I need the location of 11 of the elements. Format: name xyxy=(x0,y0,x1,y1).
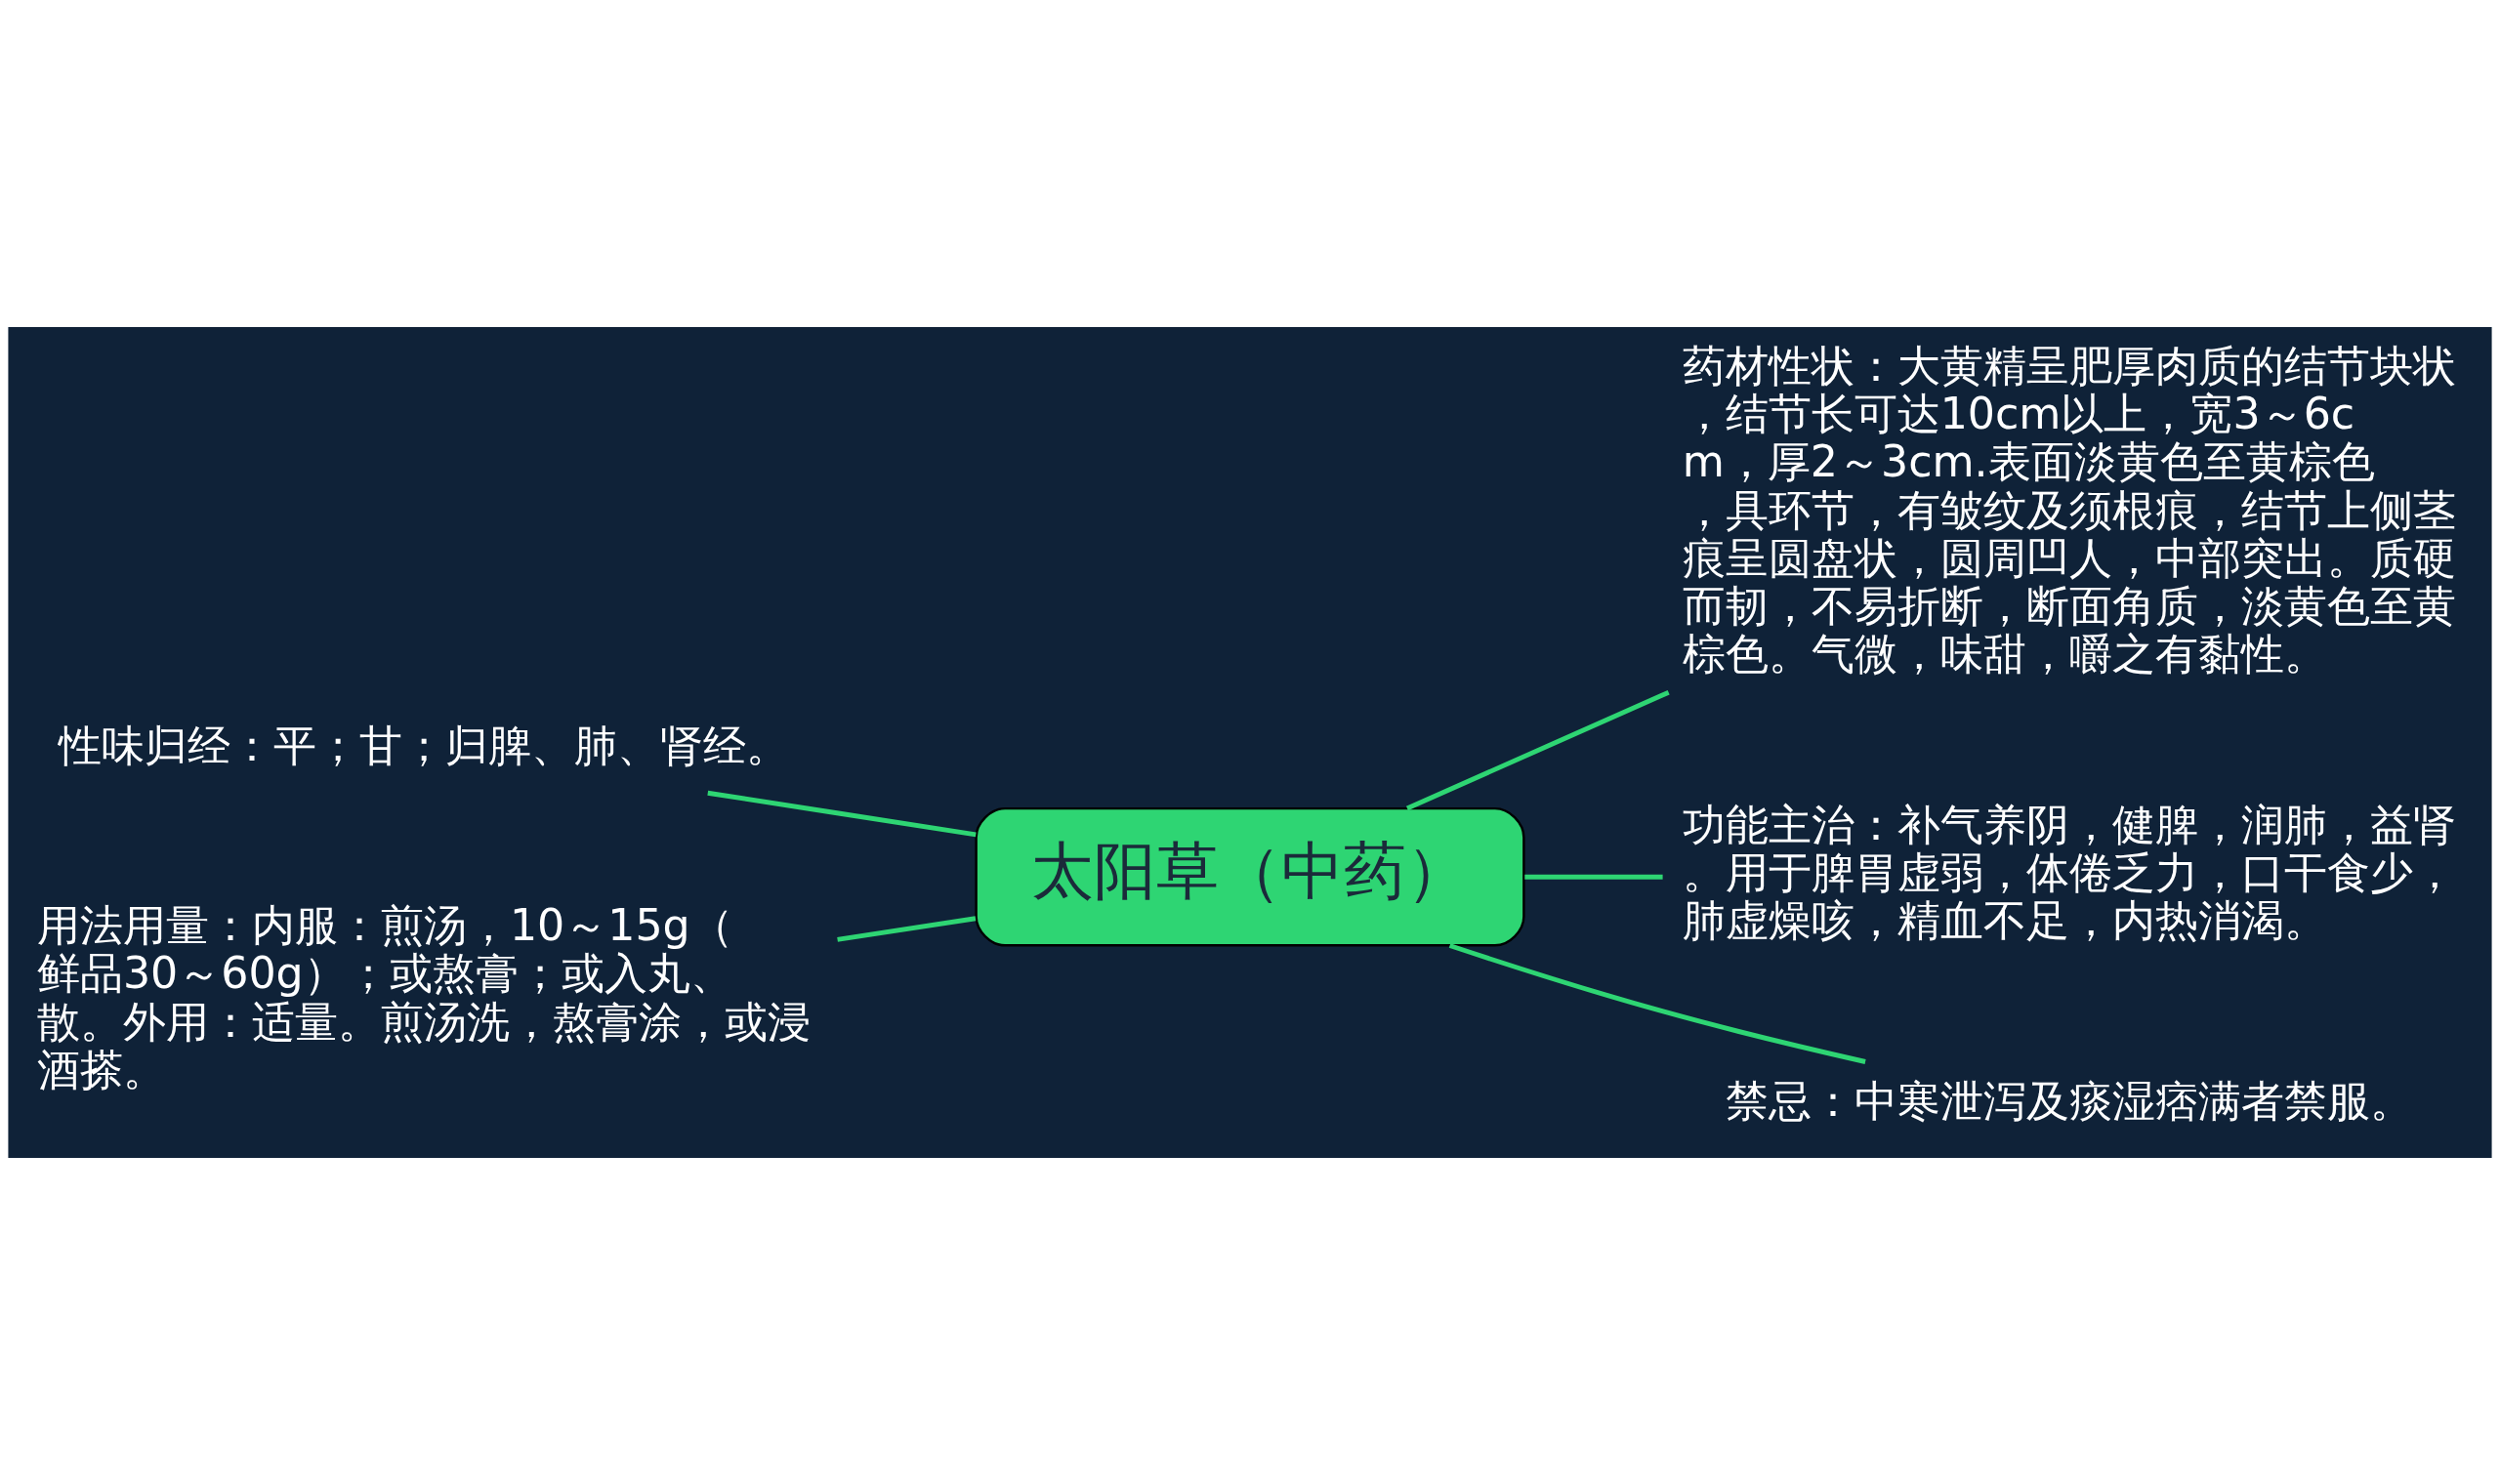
node-text: 用法用量：内服：煎汤，10～15g（鲜品30～60g）；或熬膏；或入丸、散。外用：适量。煎汤洗，熬膏涂，或浸酒搽。 xyxy=(36,899,811,1094)
connector xyxy=(1448,942,1866,1064)
node-text: 性味归经：平；甘；归脾、肺、肾经。 xyxy=(59,720,790,770)
node-box: 太阳草（中药） xyxy=(975,806,1525,947)
node-text: 禁忌：中寒泄泻及痰湿痞满者禁服。 xyxy=(1725,1075,2413,1126)
connector xyxy=(707,790,977,837)
connector xyxy=(1406,689,1670,810)
node-text: 药材性状：大黄精呈肥厚肉质的结节块状，结节长可达10cm以上，宽3～6cm，厚2～3cm.表面淡黄色至黄棕色，具环节，有皱纹及须根痕，结节上侧茎痕呈圆盘状，圆周凹人，中部突出。质硬而韧，不易折断，断面角质，淡黄色至黄棕色。气微，味甜，嚼之有黏性。 xyxy=(1682,340,2456,679)
connector xyxy=(837,915,977,942)
node-text: 功能主治：补气养阴，健脾，润肺，益肾。用于脾胃虚弱，体倦乏力，口干食少，肺虚燥咳，精血不足，内热消渴。 xyxy=(1682,799,2456,945)
connector xyxy=(1524,874,1663,880)
